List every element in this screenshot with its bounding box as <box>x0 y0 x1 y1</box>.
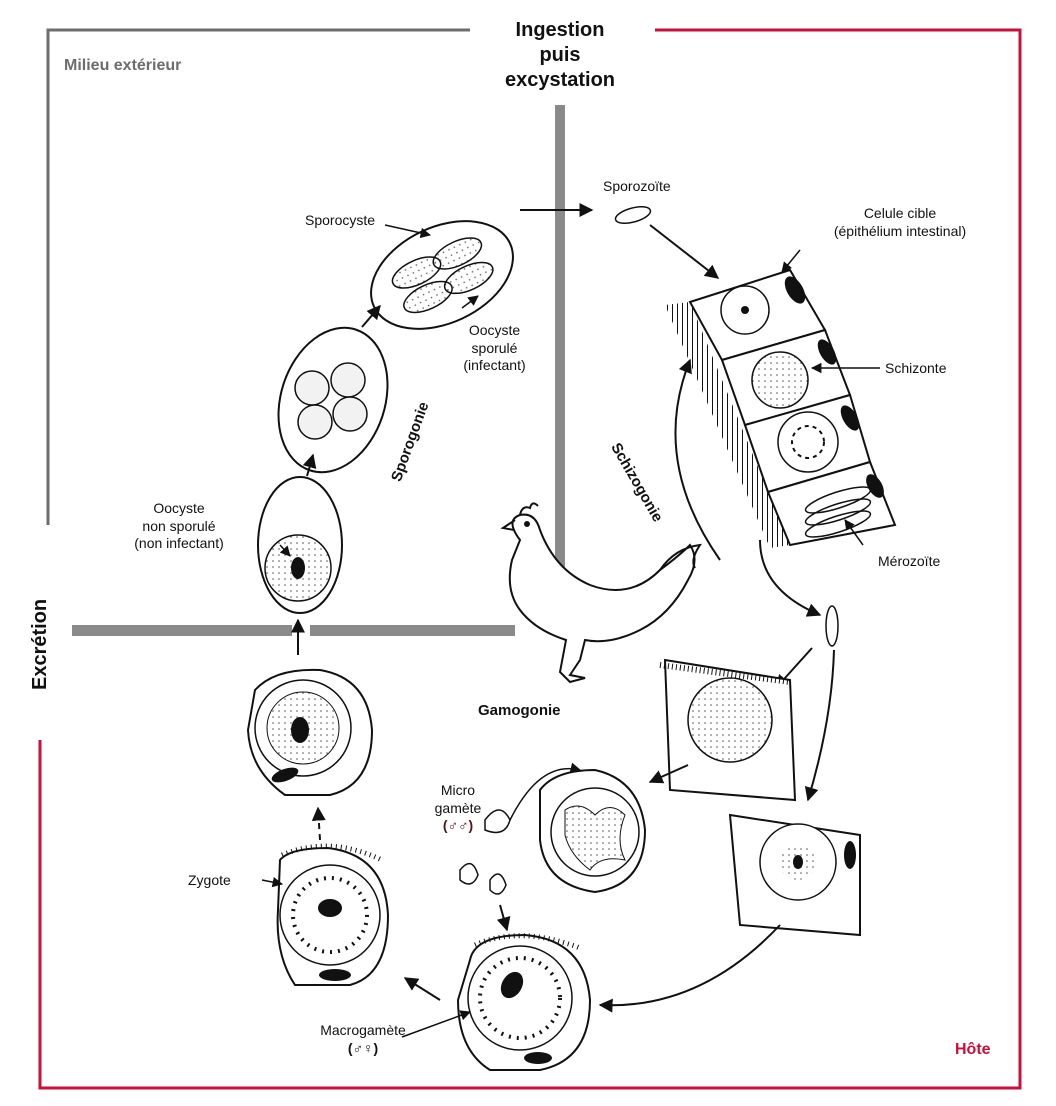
mature-microgametocyte <box>540 770 645 892</box>
label-macrogamete-line-2: (♂♀) <box>308 1040 418 1058</box>
label-sporulated-oocyst-line-1: Oocyste <box>447 322 542 340</box>
ingestion-heading-line-3: excystation <box>470 68 650 93</box>
schizont-second-gen <box>730 815 860 935</box>
label-zygote: Zygote <box>188 872 231 890</box>
label-microgamete-line-3: (♂♂) <box>418 817 498 835</box>
ingestion-heading-line-1: Ingestion <box>470 18 650 43</box>
label-unsporulated-oocyst-line-1: Oocyste <box>104 500 254 518</box>
label-merozoite: Mérozoïte <box>878 553 940 571</box>
label-target-cell-line-2: (épithélium intestinal) <box>800 223 1000 241</box>
label-sporulated-oocyst-line-2: sporulé <box>447 340 542 358</box>
label-sporulated-oocyst: Oocyste sporulé (infectant) <box>447 322 542 375</box>
label-unsporulated-oocyst-line-2: non sporulé <box>104 518 254 536</box>
sporozoite <box>614 204 718 278</box>
hen-illustration <box>503 503 700 682</box>
divider-horizontal-left <box>72 625 292 636</box>
divider-vertical <box>555 105 565 567</box>
merozoite-free <box>826 606 838 646</box>
label-microgamete: Micro gamète (♂♂) <box>418 782 498 835</box>
label-microgamete-line-2: gamète <box>418 800 498 818</box>
region-host-label: Hôte <box>955 1040 991 1060</box>
label-macrogamete: Macrogamète (♂♀) <box>308 1022 418 1057</box>
ingestion-heading: Ingestion puis excystation <box>470 18 650 93</box>
label-target-cell: Celule cible (épithélium intestinal) <box>800 205 1000 240</box>
macrogamete-cell <box>458 935 590 1070</box>
label-sporozoite: Sporozoïte <box>603 178 671 196</box>
microgametocyte-cell <box>660 660 795 800</box>
young-oocyst-cell <box>248 670 372 795</box>
divider-horizontal-right <box>310 625 515 636</box>
label-sporulated-oocyst-line-3: (infectant) <box>447 357 542 375</box>
label-target-cell-line-1: Celule cible <box>800 205 1000 223</box>
zygote-cell <box>278 846 388 985</box>
label-macrogamete-line-1: Macrogamète <box>308 1022 418 1040</box>
dividing-oocyst <box>261 314 406 487</box>
ingestion-heading-line-2: puis <box>470 43 650 68</box>
label-unsporulated-oocyst: Oocyste non sporulé (non infectant) <box>104 500 254 553</box>
unsporulated-oocyst <box>258 477 342 613</box>
label-sporocyst: Sporocyste <box>305 212 375 230</box>
phase-gamogony: Gamogonie <box>478 702 561 721</box>
label-unsporulated-oocyst-line-3: (non infectant) <box>104 535 254 553</box>
epithelium <box>665 262 910 548</box>
label-schizont: Schizonte <box>885 360 946 378</box>
region-external-label: Milieu extérieur <box>64 56 181 76</box>
label-microgamete-line-1: Micro <box>418 782 498 800</box>
excretion-heading: Excrétion <box>28 599 53 690</box>
